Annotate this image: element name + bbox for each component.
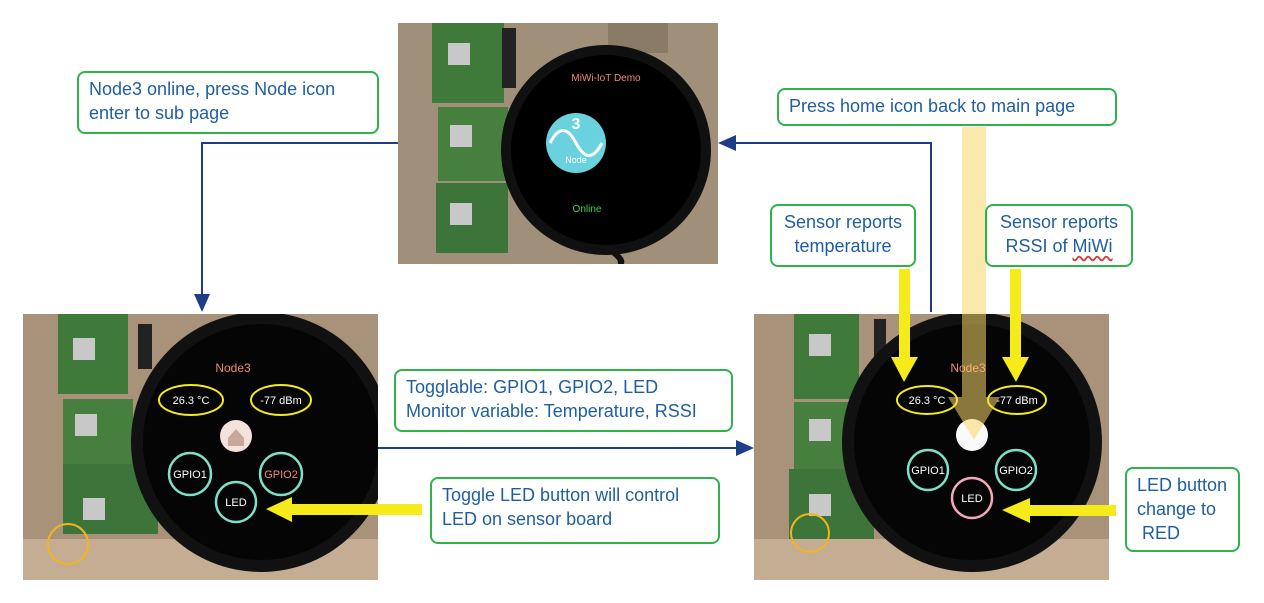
- temp-arrow-shaft: [899, 269, 910, 357]
- callout-sensor-rssi: Sensor reports RSSI of MiWi: [985, 204, 1133, 267]
- callout-sensor-temp-line2: temperature: [794, 236, 892, 256]
- callout-node-online: Node3 online, press Node icon enter to s…: [77, 71, 379, 134]
- callout-sensor-temperature: Sensor reports temperature: [770, 204, 916, 267]
- top-photo: MiWi-IoT Demo 3 Node Online: [398, 23, 718, 264]
- callout-led-red-line2: change to: [1137, 499, 1217, 519]
- left-led-label: LED: [225, 497, 246, 509]
- callout-led-red-line3: RED: [1137, 523, 1181, 543]
- right-rssi: -77 dBm: [996, 395, 1038, 407]
- left-led-arrow-shaft: [292, 504, 422, 515]
- home-pointer-shaft: [962, 127, 986, 397]
- callout-togglable: Togglable: GPIO1, GPIO2, LED Monitor var…: [394, 369, 733, 432]
- callout-sensor-rssi-line1: Sensor reports: [999, 212, 1119, 232]
- left-led-button: [214, 480, 258, 524]
- left-gpio1-label: GPIO1: [173, 469, 207, 481]
- right-led-button-red: [950, 476, 994, 520]
- wave-icon: [548, 129, 604, 157]
- callout-home-icon: Press home icon back to main page: [777, 88, 1117, 126]
- node-number: 3: [572, 116, 581, 133]
- callout-togglable-line2: Monitor variable: Temperature, RSSI: [406, 401, 697, 421]
- rssi-arrow-shaft: [1010, 269, 1021, 357]
- callout-sensor-rssi-line2: RSSI of MiWi: [1005, 236, 1113, 256]
- left-rssi: -77 dBm: [260, 395, 302, 407]
- callout-node-online-line2: enter to sub page: [89, 103, 230, 123]
- right-temperature: 26.3 °C: [909, 395, 946, 407]
- callout-toggle-led: Toggle LED button will control LED on se…: [430, 477, 720, 544]
- right-gpio2-label: GPIO2: [999, 465, 1033, 477]
- right-led-arrow-head: [1002, 498, 1030, 523]
- callout-sensor-temp-line1: Sensor reports: [783, 212, 903, 232]
- callout-toggle-led-line1: Toggle LED button will control: [442, 485, 680, 505]
- right-led-label: LED: [961, 493, 982, 505]
- left-gpio2-label: GPIO2: [264, 469, 298, 481]
- callout-node-online-line1: Node3 online, press Node icon: [89, 79, 336, 99]
- right-gpio1-label: GPIO1: [911, 465, 945, 477]
- right-led-arrow-shaft: [1030, 505, 1116, 516]
- left-gpio2-button: [258, 451, 304, 497]
- right-gpio1-button: [906, 448, 950, 492]
- left-led-arrow-head: [266, 497, 292, 522]
- right-gpio2-button: [994, 448, 1038, 492]
- temp-arrow-head: [891, 357, 918, 382]
- callout-led-red-line1: LED button: [1137, 475, 1228, 495]
- node-label: Node: [565, 155, 587, 165]
- right-board-led-highlight: [790, 513, 830, 553]
- left-gpio1-button: [167, 451, 213, 497]
- callout-togglable-line1: Togglable: GPIO1, GPIO2, LED: [406, 377, 659, 397]
- home-pointer-head: [948, 397, 1000, 440]
- connector-right-to-top: [718, 135, 932, 312]
- left-board-led-highlight: [47, 523, 89, 565]
- node-status: Online: [573, 204, 602, 215]
- left-temperature-oval: [158, 384, 224, 416]
- left-temperature: 26.3 °C: [173, 395, 210, 407]
- top-screen-title: MiWi-IoT Demo: [571, 73, 641, 84]
- left-rssi-oval: [250, 384, 312, 416]
- rssi-arrow-head: [1002, 357, 1029, 382]
- callout-toggle-led-line2: LED on sensor board: [442, 509, 613, 529]
- left-node-title: Node3: [215, 361, 251, 375]
- callout-home-icon-line1: Press home icon back to main page: [789, 96, 1076, 116]
- connector-top-to-left: [194, 142, 398, 312]
- callout-led-red: LED button change to RED: [1125, 467, 1240, 552]
